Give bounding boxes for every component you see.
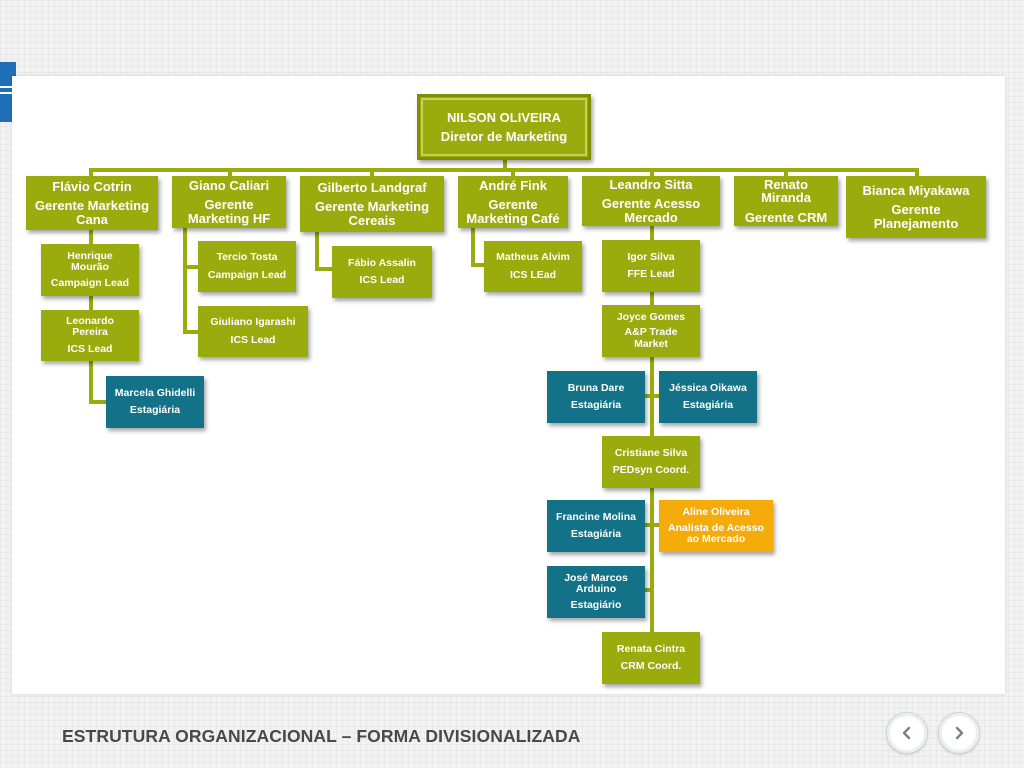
org-node-staff: Renata Cintra CRM Coord. <box>602 632 700 684</box>
node-name: Marcela Ghidelli <box>114 387 196 400</box>
node-role: Gerente Marketing Cereais <box>314 199 430 228</box>
node-role: Gerente Marketing Café <box>466 197 560 226</box>
node-role: Gerente CRM <box>744 209 828 225</box>
org-node-staff: Tercio Tosta Campaign Lead <box>198 241 296 292</box>
node-role: CRM Coord. <box>620 660 682 672</box>
node-name: Gilberto Landgraf <box>317 179 427 195</box>
org-node-staff: Joyce Gomes A&P Trade Market <box>602 305 700 357</box>
org-node-root: NILSON OLIVEIRA Diretor de Marketing <box>417 94 591 160</box>
node-name: Francine Molina <box>556 510 636 523</box>
node-name: Joyce Gomes <box>616 311 686 324</box>
org-node-manager: Leandro Sitta Gerente Acesso Mercado <box>582 176 720 226</box>
node-role: Estagiária <box>129 403 181 416</box>
org-node-manager: Renato Miranda Gerente CRM <box>734 176 838 226</box>
org-node-manager: Bianca Miyakawa Gerente Planejamento <box>846 176 986 238</box>
node-role: Gerente Planejamento <box>873 202 959 231</box>
org-node-manager: Giano Caliari Gerente Marketing HF <box>172 176 286 228</box>
org-node-staff: Cristiane Silva PEDsyn Coord. <box>602 436 700 488</box>
node-name: Henrique Mourão <box>67 249 113 273</box>
node-name: Giano Caliari <box>188 177 270 193</box>
org-node-staff: Igor Silva FFE Lead <box>602 240 700 292</box>
org-node-manager: André Fink Gerente Marketing Café <box>458 176 568 228</box>
node-name: Aline Oliveira <box>682 505 750 518</box>
node-name: Leandro Sitta <box>609 176 693 192</box>
node-name: José Marcos Arduino <box>564 571 628 595</box>
node-role: ICS Lead <box>67 342 113 355</box>
node-role: Gerente Acesso Mercado <box>601 196 701 225</box>
node-name: Igor Silva <box>627 250 675 263</box>
node-name: Cristiane Silva <box>614 446 688 459</box>
node-role: Gerente Marketing HF <box>187 197 271 226</box>
node-role: ICS Lead <box>359 274 405 286</box>
node-name: Leonardo Pereira <box>66 315 114 339</box>
node-name: Bianca Miyakawa <box>862 182 970 198</box>
org-node-intern: Marcela Ghidelli Estagiária <box>106 376 204 428</box>
org-node-staff: Giuliano Igarashi ICS Lead <box>198 306 308 357</box>
org-node-intern: Francine Molina Estagiária <box>547 500 645 552</box>
node-name: Jéssica Oikawa <box>669 381 747 394</box>
node-role: PEDsyn Coord. <box>612 464 690 476</box>
node-role: Analista de Acesso ao Mercado <box>668 521 764 545</box>
org-chart: NILSON OLIVEIRA Diretor de Marketing Flá… <box>12 76 1005 694</box>
node-role: ICS LEad <box>509 268 557 281</box>
node-role: ICS Lead <box>230 333 276 346</box>
node-role: FFE Lead <box>627 268 675 280</box>
node-name: Renato Miranda <box>761 176 811 206</box>
slide-title: ESTRUTURA ORGANIZACIONAL – FORMA DIVISIO… <box>62 726 581 746</box>
node-name: André Fink <box>479 177 547 193</box>
node-name: Bruna Dare <box>567 381 625 394</box>
org-node-intern: José Marcos Arduino Estagiário <box>547 566 645 618</box>
org-node-staff: Matheus Alvim ICS LEad <box>484 241 582 292</box>
node-name: Flávio Cotrin <box>52 178 132 194</box>
node-role: Estagiário <box>570 599 622 611</box>
node-name: Matheus Alvim <box>496 251 570 264</box>
org-node-analyst: Aline Oliveira Analista de Acesso ao Mer… <box>659 500 773 552</box>
node-role: Estagiária <box>570 399 622 411</box>
org-node-manager: Gilberto Landgraf Gerente Marketing Cere… <box>300 176 444 232</box>
node-role: Gerente Marketing Cana <box>34 198 150 227</box>
previous-slide-button[interactable] <box>886 712 928 754</box>
node-role: Campaign Lead <box>207 268 287 281</box>
chevron-right-icon <box>955 726 964 740</box>
chevron-left-icon <box>902 726 911 740</box>
node-name: Renata Cintra <box>616 642 686 655</box>
node-role: A&P Trade Market <box>624 326 678 350</box>
node-role: Diretor de Marketing <box>440 129 568 144</box>
org-node-staff: Fábio Assalin ICS Lead <box>332 246 432 298</box>
node-role: Campaign Lead <box>50 277 130 289</box>
next-slide-button[interactable] <box>938 712 980 754</box>
org-node-intern: Bruna Dare Estagiária <box>547 371 645 423</box>
node-name: Giuliano Igarashi <box>210 316 296 329</box>
node-name: Fábio Assalin <box>348 256 416 269</box>
node-role: Estagiária <box>570 528 622 540</box>
node-name: NILSON OLIVEIRA <box>446 109 562 125</box>
org-node-staff: Leonardo Pereira ICS Lead <box>41 310 139 361</box>
org-node-staff: Henrique Mourão Campaign Lead <box>41 244 139 296</box>
node-name: Tercio Tosta <box>216 251 278 264</box>
node-role: Estagiária <box>682 399 734 411</box>
org-node-manager: Flávio Cotrin Gerente Marketing Cana <box>26 176 158 230</box>
org-node-intern: Jéssica Oikawa Estagiária <box>659 371 757 423</box>
